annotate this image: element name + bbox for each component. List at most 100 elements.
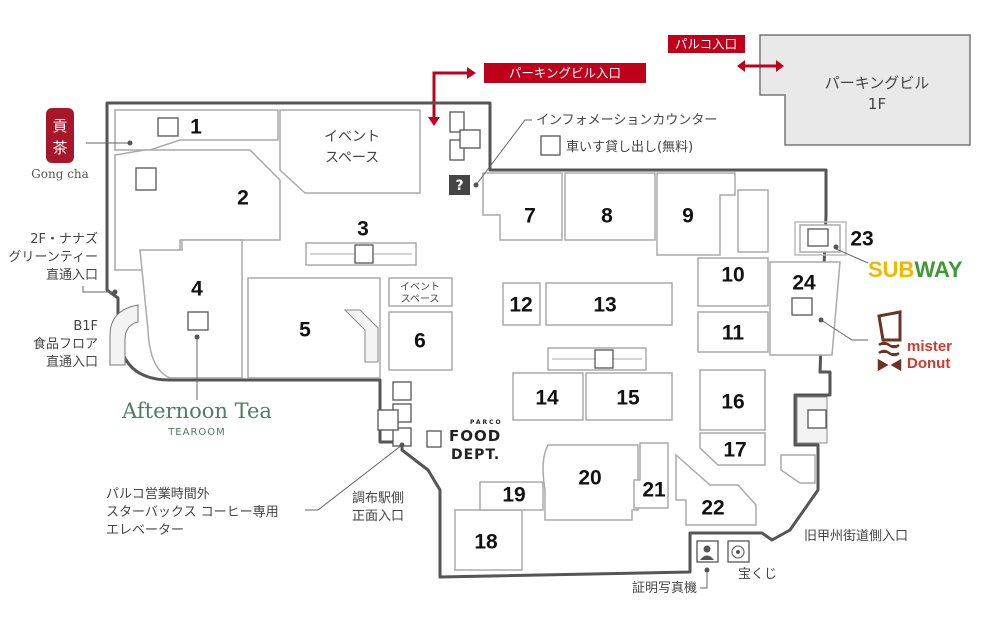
- elevator-top[interactable]: [449, 111, 481, 161]
- svg-text:23: 23: [850, 228, 873, 251]
- subway-logo[interactable]: SUBWAY: [868, 257, 963, 282]
- shop-15[interactable]: 15: [585, 372, 673, 421]
- shop-21[interactable]: 21: [633, 442, 669, 509]
- shop-22[interactable]: 22: [675, 453, 757, 526]
- shop-7[interactable]: 7: [482, 172, 563, 241]
- svg-text:4: 4: [191, 278, 203, 301]
- mister-donut-logo[interactable]: mister Donut: [877, 310, 952, 372]
- gongcha-logo[interactable]: 貢 茶 Gong cha: [31, 108, 89, 181]
- cafe-icon: [807, 228, 829, 247]
- parking-building-floor: 1F: [868, 95, 886, 113]
- svg-text:9: 9: [682, 205, 694, 228]
- shop-5[interactable]: 5: [247, 277, 381, 379]
- shop-3[interactable]: 3: [305, 218, 417, 266]
- escalator-2: [547, 347, 647, 371]
- svg-text:mister: mister: [907, 338, 952, 355]
- shop-23-wall: [794, 221, 847, 256]
- svg-text:イベント: イベント: [400, 281, 440, 293]
- food-dept-logo[interactable]: PARCO FOOD DEPT.: [449, 419, 503, 463]
- spiral-stairs-icon: [109, 304, 139, 366]
- shop-18[interactable]: 18: [454, 509, 523, 571]
- svg-text:15: 15: [616, 387, 640, 410]
- info-counter-label: インフォメーションカウンター: [536, 113, 717, 128]
- svg-text:3: 3: [357, 218, 369, 241]
- shop-24[interactable]: 24: [769, 261, 841, 356]
- question-icon: ?: [455, 178, 463, 194]
- wheelchair-icon: [540, 135, 561, 156]
- shop-4[interactable]: 4: [139, 239, 243, 379]
- nanas-entrance-line1: 2F・ナナズ: [30, 231, 98, 247]
- svg-text:20: 20: [578, 467, 601, 490]
- shop-23[interactable]: 23: [799, 224, 874, 253]
- information-counter[interactable]: ?: [449, 175, 470, 195]
- b1f-entrance-line1: B1F: [73, 319, 98, 334]
- shop-20[interactable]: 20: [542, 444, 639, 521]
- svg-text:スペース: スペース: [401, 294, 440, 305]
- svg-text:8: 8: [601, 205, 613, 228]
- lottery-label: 宝くじ: [738, 567, 777, 582]
- phone-icon: [426, 430, 442, 448]
- shop-1[interactable]: 1: [114, 109, 279, 151]
- cafe-icon: [157, 117, 179, 137]
- stairs-icon: [343, 309, 379, 363]
- service-area: [780, 454, 816, 484]
- svg-text:12: 12: [509, 294, 532, 317]
- photo-booth[interactable]: [696, 540, 719, 563]
- svg-text:茶: 茶: [52, 139, 67, 157]
- info-leader-line: [475, 119, 532, 186]
- svg-text:イベント: イベント: [324, 129, 380, 145]
- b1f-entrance-line2: 食品フロア: [33, 336, 98, 352]
- starbucks-leader-line: [305, 444, 403, 511]
- svg-text:Donut: Donut: [907, 355, 950, 372]
- svg-text:5: 5: [299, 319, 311, 342]
- lottery[interactable]: [727, 540, 750, 563]
- shop-16[interactable]: 16: [699, 369, 766, 431]
- nanas-leader-line: [82, 286, 115, 293]
- shop-10[interactable]: 10: [697, 257, 769, 307]
- restaurant-icon: [135, 167, 157, 191]
- event-space-small[interactable]: イベント スペース: [388, 277, 453, 307]
- afternoon-tea-logo[interactable]: Afternoon Tea TEAROOM: [121, 399, 272, 438]
- svg-text:7: 7: [524, 205, 536, 228]
- parking-building[interactable]: パーキングビル 1F: [759, 34, 971, 146]
- shop-12[interactable]: 12: [502, 282, 541, 326]
- elevator-icon: [459, 129, 481, 149]
- svg-text:スペース: スペース: [325, 150, 379, 166]
- shop-8[interactable]: 8: [564, 172, 656, 241]
- shop-13[interactable]: 13: [545, 282, 673, 326]
- shop-19[interactable]: 19: [479, 481, 544, 511]
- svg-text:PARCO: PARCO: [470, 419, 503, 426]
- koshu-entrance-label: 旧甲州街道側入口: [804, 529, 908, 544]
- starbucks-elevator-line2: スターバックス コーヒー専用: [106, 505, 279, 520]
- svg-text:貢: 貢: [52, 117, 67, 135]
- parking-building-name: パーキングビル: [825, 74, 930, 92]
- svg-text:2: 2: [237, 187, 249, 210]
- svg-text:21: 21: [642, 479, 666, 502]
- parking-entrance-label[interactable]: パーキングビル入口: [484, 63, 646, 83]
- svg-text:18: 18: [474, 531, 498, 554]
- shop-17[interactable]: 17: [699, 432, 766, 466]
- svg-text:19: 19: [502, 484, 525, 507]
- svg-text:10: 10: [721, 264, 744, 287]
- escalator-icon: [354, 244, 374, 264]
- misdo-leader-line: [820, 319, 868, 341]
- starbucks-elevator-line3: エレベーター: [106, 523, 184, 538]
- shop-partition: [737, 189, 769, 253]
- b1f-entrance-line3: 直通入口: [46, 355, 98, 370]
- svg-text:1: 1: [190, 116, 202, 139]
- shop-11[interactable]: 11: [697, 311, 769, 353]
- parco-entrance-label[interactable]: パルコ入口: [668, 35, 745, 53]
- parco-entrance-arrow-icon: [737, 60, 784, 72]
- cafe-icon: [187, 311, 209, 331]
- svg-text:13: 13: [593, 294, 616, 317]
- svg-text:14: 14: [535, 387, 559, 410]
- nanas-entrance-line2: グリーンティー: [8, 250, 98, 265]
- shop-6[interactable]: 6: [388, 311, 453, 371]
- shop-9[interactable]: 9: [656, 172, 736, 256]
- elevator-starbucks[interactable]: [377, 381, 412, 447]
- shop-14[interactable]: 14: [512, 372, 584, 421]
- photo-booth-label: 証明写真機: [632, 581, 697, 596]
- nanas-entrance-line3: 直通入口: [46, 268, 98, 283]
- event-space[interactable]: イベント スペース: [279, 109, 421, 194]
